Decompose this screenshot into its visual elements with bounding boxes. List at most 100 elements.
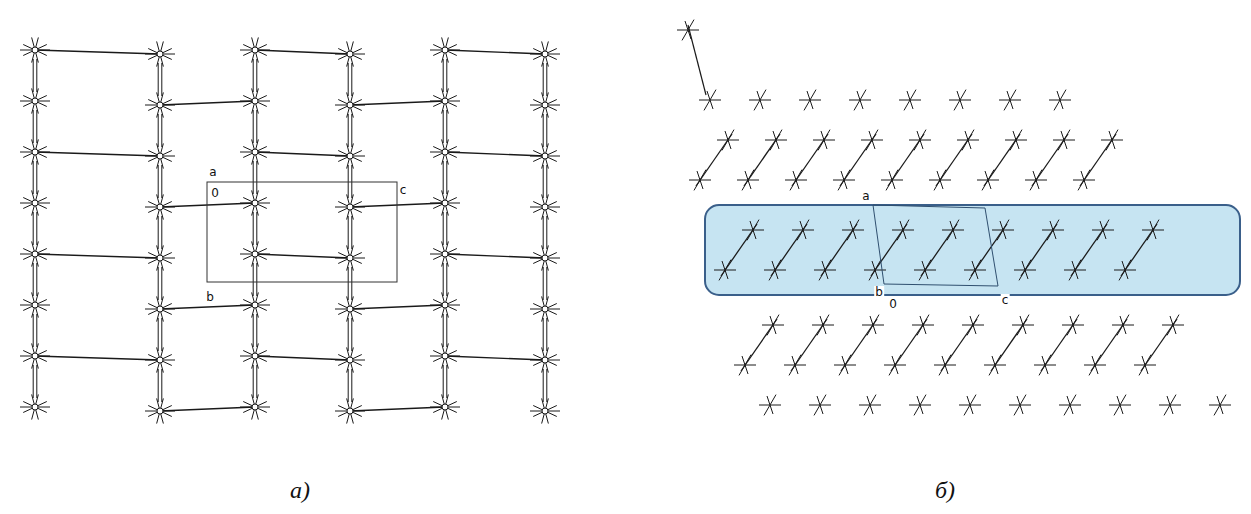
double-bond — [33, 212, 34, 245]
metal-atom — [252, 149, 258, 155]
molecule-spoke — [1081, 171, 1087, 189]
double-bond — [351, 318, 352, 351]
double-bond — [543, 114, 544, 147]
molecule-spoke — [1067, 315, 1079, 336]
double-bond — [546, 165, 547, 198]
metal-atom — [157, 306, 163, 312]
molecule-spoke — [797, 220, 809, 241]
molecule-spoke — [1020, 316, 1026, 334]
axis-label: c — [1001, 294, 1010, 306]
double-bond — [546, 267, 547, 300]
molecule-spoke — [985, 171, 991, 189]
molecule-spoke — [1017, 315, 1029, 336]
metal-atom — [157, 153, 163, 159]
metal-atom — [157, 51, 163, 57]
double-bond — [256, 59, 257, 92]
molecule-spoke — [886, 170, 898, 191]
molecule-spoke — [1010, 130, 1022, 151]
double-bond — [443, 365, 444, 398]
double-bond — [546, 63, 547, 96]
double-bond — [351, 267, 352, 300]
molecule-spoke — [1039, 355, 1051, 376]
metal-atom — [347, 51, 353, 57]
axis-label: b — [874, 286, 884, 298]
double-bond — [446, 263, 447, 296]
molecule-spoke — [864, 395, 876, 416]
metal-atom — [542, 204, 548, 210]
molecule-spoke — [769, 260, 781, 281]
molecule-spoke — [820, 316, 826, 334]
double-bond — [36, 212, 37, 245]
metal-atom — [32, 200, 38, 206]
double-bond — [36, 59, 37, 92]
molecule-spoke — [870, 316, 876, 334]
double-bond — [351, 114, 352, 147]
molecule-spoke — [1000, 221, 1006, 239]
metal-atom — [252, 251, 258, 257]
double-bond — [446, 59, 447, 92]
double-bond — [546, 114, 547, 147]
double-bond — [158, 165, 159, 198]
double-bond — [443, 212, 444, 245]
molecule-spoke — [1072, 261, 1078, 279]
molecule-spoke — [772, 261, 778, 279]
molecule-spoke — [957, 91, 963, 109]
molecule-spoke — [1013, 131, 1019, 149]
metal-atom — [347, 357, 353, 363]
metal-atom — [542, 408, 548, 414]
molecule-spoke — [889, 355, 901, 376]
molecule-spoke — [1007, 91, 1013, 109]
molecule-spoke — [1097, 220, 1109, 241]
axis-label: b — [205, 291, 215, 303]
molecule-spoke — [1057, 91, 1063, 109]
molecule-spoke — [1109, 131, 1115, 149]
double-bond — [443, 263, 444, 296]
molecule-spoke — [750, 221, 756, 239]
double-bond — [348, 114, 349, 147]
molecule-spoke — [917, 315, 929, 336]
molecule-spoke — [1164, 395, 1176, 416]
metal-atom — [252, 200, 258, 206]
double-bond — [33, 314, 34, 347]
molecule-spoke — [967, 315, 979, 336]
molecule-spoke — [838, 170, 850, 191]
molecule-spoke — [719, 260, 731, 281]
molecule-spoke — [725, 131, 731, 149]
molecule-spoke — [1061, 131, 1067, 149]
molecule-spoke — [969, 260, 981, 281]
molecule-spoke — [847, 220, 859, 241]
hydrogen-bond — [445, 254, 545, 258]
molecule-spoke — [917, 396, 923, 414]
molecule-spoke — [962, 130, 974, 151]
metal-atom — [442, 47, 448, 53]
molecule-spoke — [1167, 396, 1173, 414]
molecule-spoke — [817, 315, 829, 336]
double-bond — [256, 263, 257, 296]
double-bond — [446, 110, 447, 143]
double-bond — [33, 161, 34, 194]
molecule-spoke — [747, 220, 759, 241]
molecule-spoke — [694, 170, 706, 191]
molecule-spoke — [792, 356, 798, 374]
molecule-spoke — [1078, 170, 1090, 191]
hydrogen-bond — [35, 50, 160, 54]
molecule-spoke — [800, 221, 806, 239]
molecule-spoke — [722, 261, 728, 279]
molecule-spoke — [1054, 90, 1066, 111]
double-bond — [348, 216, 349, 249]
double-bond — [253, 314, 254, 347]
molecule-spoke — [1064, 395, 1076, 416]
double-bond — [36, 110, 37, 143]
molecule-spoke — [789, 355, 801, 376]
metal-atom — [157, 408, 163, 414]
molecule-chain — [688, 25, 706, 95]
metal-atom — [542, 102, 548, 108]
double-bond — [256, 212, 257, 245]
molecule-spoke — [839, 355, 851, 376]
double-bond — [158, 114, 159, 147]
molecule-spoke — [964, 395, 976, 416]
molecule-spoke — [1022, 261, 1028, 279]
metal-atom — [442, 149, 448, 155]
molecule-spoke — [920, 316, 926, 334]
